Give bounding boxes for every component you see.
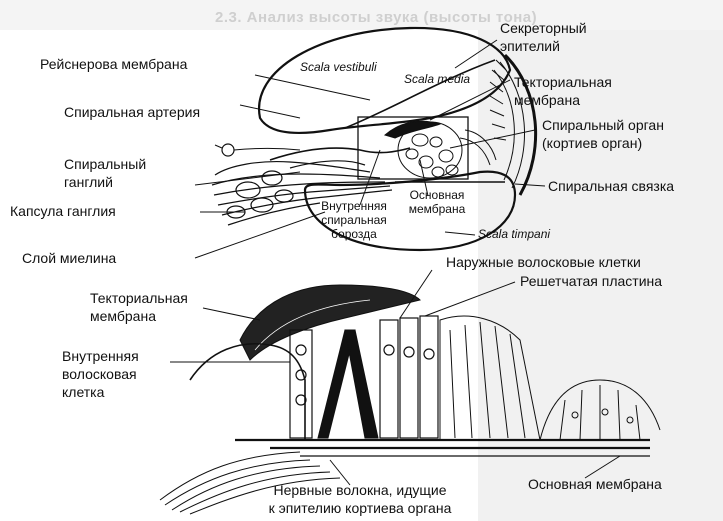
label-inner-spiral-sulcus-1: Внутренняя — [321, 199, 387, 213]
label-spiral-ganglion-1: Спиральный — [64, 156, 147, 172]
label-scala-media-1: Scala media — [404, 72, 471, 86]
label-basilar-membrane-bottom: Основная мембрана — [528, 476, 662, 492]
label-tectorial-membrane-bottom-2: мембрана — [90, 308, 156, 324]
label-reissner-membrane: Рейснерова мембрана — [40, 56, 188, 72]
supporting-cells — [439, 315, 661, 441]
label-tectorial-membrane-top-1: Текториальная — [514, 74, 612, 90]
label-nerve-fibers-1: Нервные волокна, идущие — [273, 482, 447, 498]
label-scala-timpani: Scala timpani — [478, 227, 551, 241]
background-header-strip — [0, 0, 723, 30]
label-spiral-artery: Спиральная артерия — [64, 104, 201, 120]
label-secretory-epithelium-1: Секреторный — [500, 20, 587, 36]
spiral-ligament — [503, 53, 538, 196]
label-tectorial-membrane-top-2: мембрана — [514, 92, 580, 108]
label-myelin-layer: Слой миелина — [22, 250, 117, 266]
label-spiral-ligament: Спиральная связка — [548, 178, 675, 194]
label-basilar-membrane-top-1: Основная — [409, 188, 465, 202]
nerve-fibers-bottom — [159, 451, 341, 515]
label-outer-hair-cells: Наружные волосковые клетки — [446, 254, 641, 270]
label-secretory-epithelium-2: эпителий — [500, 38, 560, 54]
label-inner-hair-cell-2: волосковая — [62, 366, 137, 382]
label-spiral-organ-1: Спиральный орган — [542, 117, 664, 133]
label-tectorial-membrane-bottom-1: Текториальная — [90, 290, 188, 306]
inner-hair-cell — [289, 329, 313, 439]
label-spiral-organ-2: (кортиев орган) — [542, 135, 643, 151]
organ-of-corti-detail — [159, 269, 661, 515]
label-ganglion-capsule: Капсула ганглия — [10, 203, 116, 219]
leader-lines-top — [194, 39, 546, 259]
label-inner-hair-cell-1: Внутренняя — [62, 348, 139, 364]
label-inner-spiral-sulcus-2: спиральная — [321, 213, 387, 227]
background-heading: 2.3. Анализ высоты звука (высоты тона) — [215, 9, 538, 26]
tectorial-membrane-bottom — [239, 284, 421, 361]
label-inner-spiral-sulcus-3: борозда — [331, 227, 377, 241]
leader-lines-bottom — [170, 269, 621, 486]
outer-hair-cells — [379, 315, 439, 439]
label-inner-hair-cell-3: клетка — [62, 384, 105, 400]
reissner-membrane — [344, 59, 496, 129]
detail-inset-box — [357, 116, 469, 180]
cochlear-cross-section — [194, 26, 546, 259]
label-nerve-fibers-2: к эпителию кортиева органа — [268, 500, 452, 516]
label-spiral-ganglion-2: ганглий — [64, 174, 113, 190]
tectorial-membrane-top — [383, 120, 442, 139]
pillar-cells — [317, 329, 379, 439]
label-reticular-lamina: Решетчатая пластина — [520, 273, 663, 289]
organ-of-corti-top — [397, 121, 497, 179]
label-basilar-membrane-top-2: мембрана — [408, 202, 466, 216]
spiral-artery — [221, 143, 301, 157]
label-scala-vestibuli: Scala vestibuli — [300, 60, 377, 74]
